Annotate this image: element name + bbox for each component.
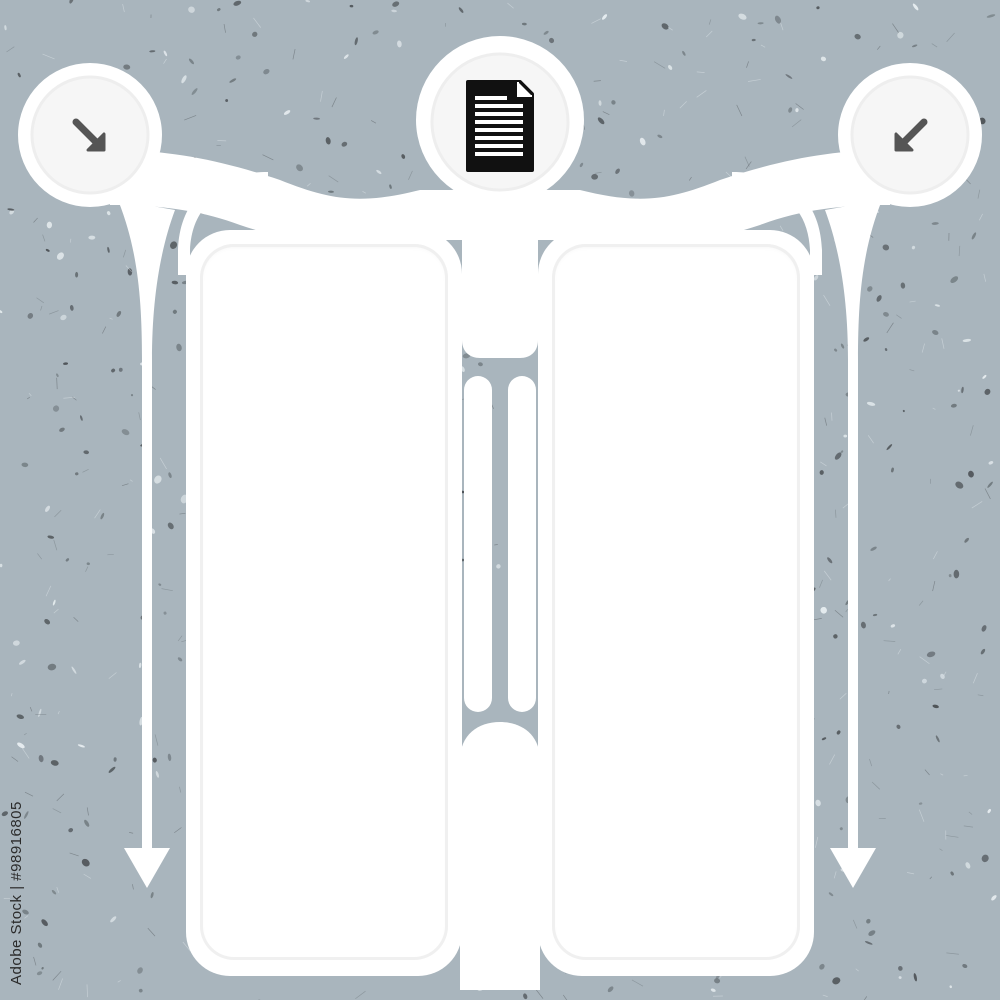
right-arrow-head bbox=[830, 848, 876, 888]
center-bar-right bbox=[508, 376, 536, 712]
left-text-box[interactable] bbox=[200, 244, 448, 960]
left-inner-rail bbox=[178, 172, 268, 275]
arrow-down-right-icon bbox=[72, 118, 106, 152]
center-stem-top bbox=[462, 200, 538, 358]
center-bar-left bbox=[464, 376, 492, 712]
arrow-down-left-icon bbox=[894, 118, 928, 152]
stock-id-watermark: Adobe Stock | #98916805 bbox=[8, 801, 25, 985]
center-stem-bottom bbox=[460, 722, 540, 990]
right-arrow-line bbox=[825, 200, 882, 860]
left-arrow-head bbox=[124, 848, 170, 888]
left-arrow-line bbox=[118, 200, 175, 860]
right-text-box[interactable] bbox=[552, 244, 800, 960]
right-inner-rail bbox=[732, 172, 822, 275]
document-icon bbox=[466, 80, 534, 172]
